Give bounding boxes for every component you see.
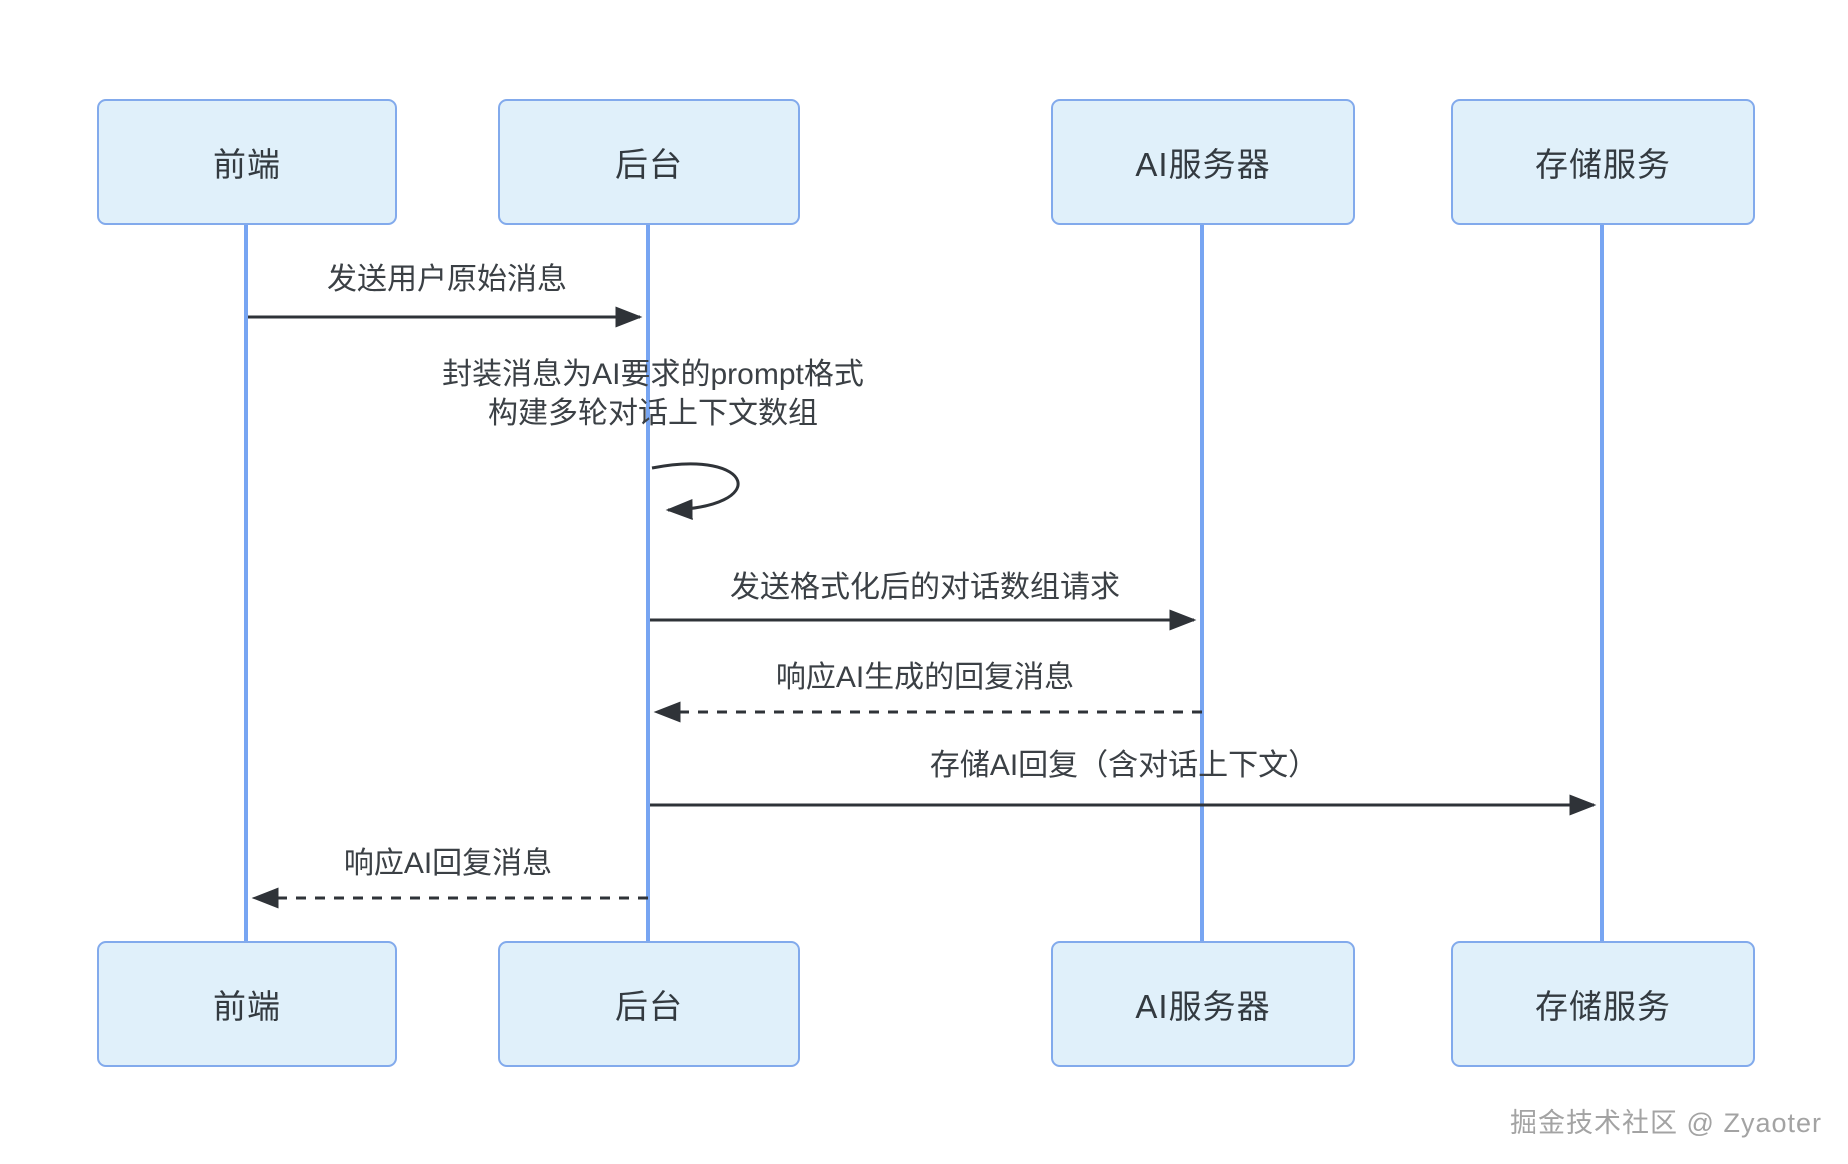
participant-top-frontend: 前端 xyxy=(97,99,397,225)
participant-bottom-backend: 后台 xyxy=(498,941,800,1067)
message-label-3: 发送格式化后的对话数组请求 xyxy=(730,571,1120,604)
participant-bottom-storage: 存储服务 xyxy=(1451,941,1755,1067)
message-label-4: 响应AI生成的回复消息 xyxy=(775,661,1075,694)
message-label-6: 响应AI回复消息 xyxy=(343,847,553,880)
participant-bottom-frontend: 前端 xyxy=(97,941,397,1067)
message-label-2-line2: 构建多轮对话上下文数组 xyxy=(488,397,818,430)
watermark: 掘金技术社区 @ Zyaoter xyxy=(1510,1108,1822,1138)
message-label-5: 存储AI回复（含对话上下文） xyxy=(929,749,1319,782)
message-label-2-line1: 封装消息为AI要求的prompt格式 xyxy=(442,358,864,391)
participant-bottom-ai-server: AI服务器 xyxy=(1051,941,1355,1067)
participant-top-storage: 存储服务 xyxy=(1451,99,1755,225)
message-label-1: 发送用户原始消息 xyxy=(327,263,567,296)
message-label-2: 封装消息为AI要求的prompt格式 构建多轮对话上下文数组 xyxy=(442,355,864,433)
participant-top-ai-server: AI服务器 xyxy=(1051,99,1355,225)
message-arrow-2-self-loop xyxy=(651,462,740,521)
participant-top-backend: 后台 xyxy=(498,99,800,225)
